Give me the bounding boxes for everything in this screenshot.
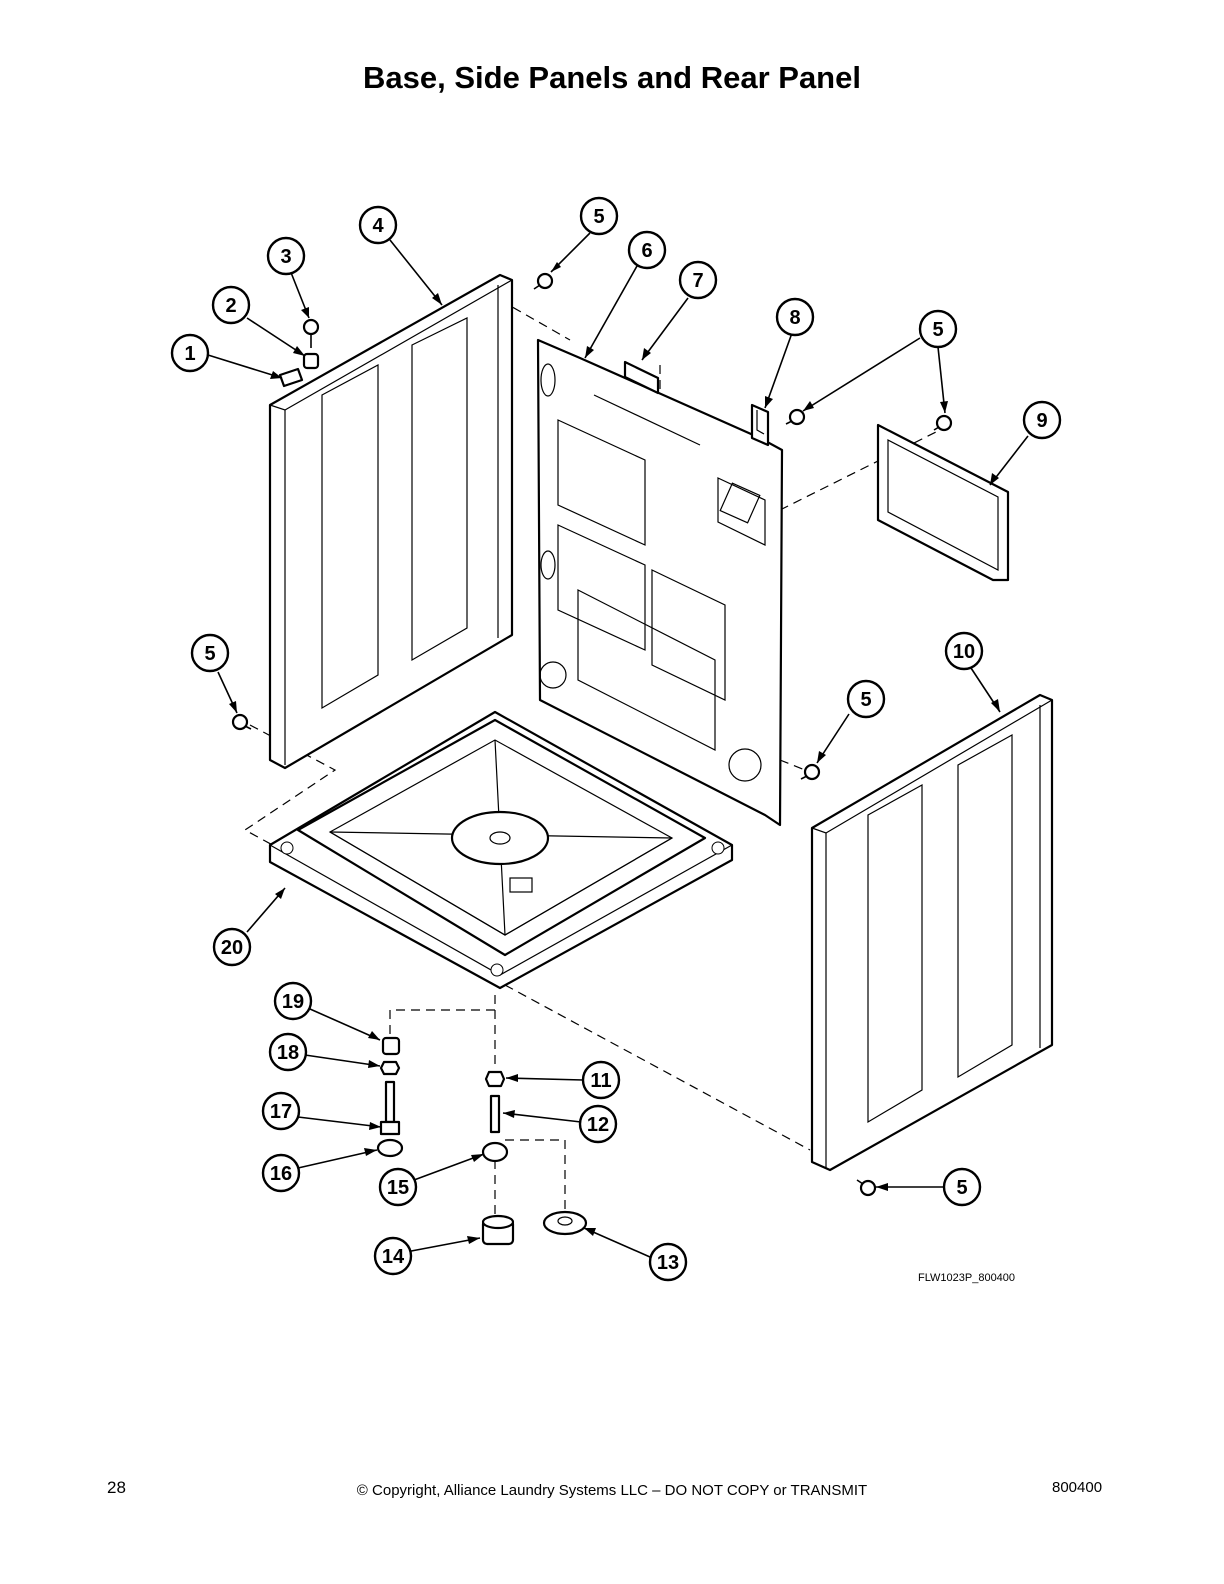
callout-12: 12 (578, 1104, 618, 1144)
callout-11: 11 (581, 1060, 621, 1100)
callout-1: 1 (170, 333, 210, 373)
screw (785, 408, 806, 426)
callout-10: 10 (944, 631, 984, 671)
callout-8: 8 (775, 297, 815, 337)
document-number: 800400 (1052, 1479, 1103, 1496)
nut (484, 1070, 506, 1088)
callout-18: 18 (268, 1032, 308, 1072)
leveling-bolt (489, 1094, 501, 1134)
page-title: Base, Side Panels and Rear Panel (363, 60, 861, 95)
leader-lines (207, 232, 1029, 1258)
leveling-foot (481, 1214, 515, 1246)
svg-text:12: 12 (587, 1114, 609, 1136)
svg-text:4: 4 (372, 215, 384, 237)
callout-5: 5 (942, 1167, 982, 1207)
label (623, 360, 660, 395)
svg-text:9: 9 (1036, 410, 1047, 432)
washer (376, 1138, 404, 1158)
copyright-notice: © Copyright, Alliance Laundry Systems LL… (356, 1482, 868, 1499)
svg-text:20: 20 (221, 937, 243, 959)
svg-text:5: 5 (956, 1177, 967, 1199)
callout-3: 3 (266, 236, 306, 276)
left-side-panel (268, 273, 514, 770)
base-frame (268, 710, 734, 990)
right-side-panel (810, 693, 1054, 1172)
svg-text:7: 7 (692, 270, 703, 292)
callout-2: 2 (211, 285, 251, 325)
screw (933, 414, 953, 432)
screw (231, 713, 252, 731)
screw (533, 272, 554, 290)
page-number: 28 (107, 1478, 126, 1497)
foot-pad (542, 1210, 588, 1236)
svg-text:3: 3 (280, 246, 291, 268)
callout-5: 5 (579, 196, 619, 236)
svg-text:6: 6 (641, 240, 652, 262)
svg-text:16: 16 (270, 1163, 292, 1185)
svg-text:5: 5 (860, 689, 871, 711)
svg-text:10: 10 (953, 641, 975, 663)
svg-text:8: 8 (789, 307, 800, 329)
svg-text:15: 15 (387, 1177, 409, 1199)
svg-text:5: 5 (932, 319, 943, 341)
hardware (231, 272, 953, 1246)
callout-14: 14 (373, 1236, 413, 1276)
leader-arrowheads (229, 262, 1000, 1244)
callout-20: 20 (212, 927, 252, 967)
screw (302, 318, 320, 348)
svg-text:13: 13 (657, 1252, 679, 1274)
callout-15: 15 (378, 1167, 418, 1207)
callout-5: 5 (918, 309, 958, 349)
svg-text:5: 5 (593, 206, 604, 228)
svg-text:5: 5 (204, 643, 215, 665)
callout-7: 7 (678, 260, 718, 300)
callout-5: 5 (846, 679, 886, 719)
bracket (750, 403, 770, 447)
nut (379, 1060, 401, 1076)
callout-9: 9 (1022, 400, 1062, 440)
svg-text:17: 17 (270, 1101, 292, 1123)
callout-4: 4 (358, 205, 398, 245)
callout-5: 5 (190, 633, 230, 673)
callout-19: 19 (273, 981, 313, 1021)
svg-text:1: 1 (184, 343, 195, 365)
callout-17: 17 (261, 1091, 301, 1131)
callout-13: 13 (648, 1242, 688, 1282)
cap (381, 1036, 401, 1056)
washer (481, 1141, 509, 1163)
svg-text:11: 11 (590, 1070, 611, 1092)
rear-panel (536, 338, 784, 827)
drawing-code: FLW1023P_800400 (918, 1272, 1016, 1284)
svg-text:2: 2 (225, 295, 236, 317)
leveling-bolt (379, 1080, 401, 1136)
cover-plate (876, 423, 1010, 582)
callout-16: 16 (261, 1153, 301, 1193)
svg-text:19: 19 (282, 991, 304, 1013)
screw (856, 1179, 877, 1197)
screw (800, 763, 821, 781)
svg-text:14: 14 (382, 1246, 405, 1268)
svg-text:18: 18 (277, 1042, 299, 1064)
callout-6: 6 (627, 230, 667, 270)
plug-button (278, 367, 304, 388)
grommet (302, 352, 320, 370)
